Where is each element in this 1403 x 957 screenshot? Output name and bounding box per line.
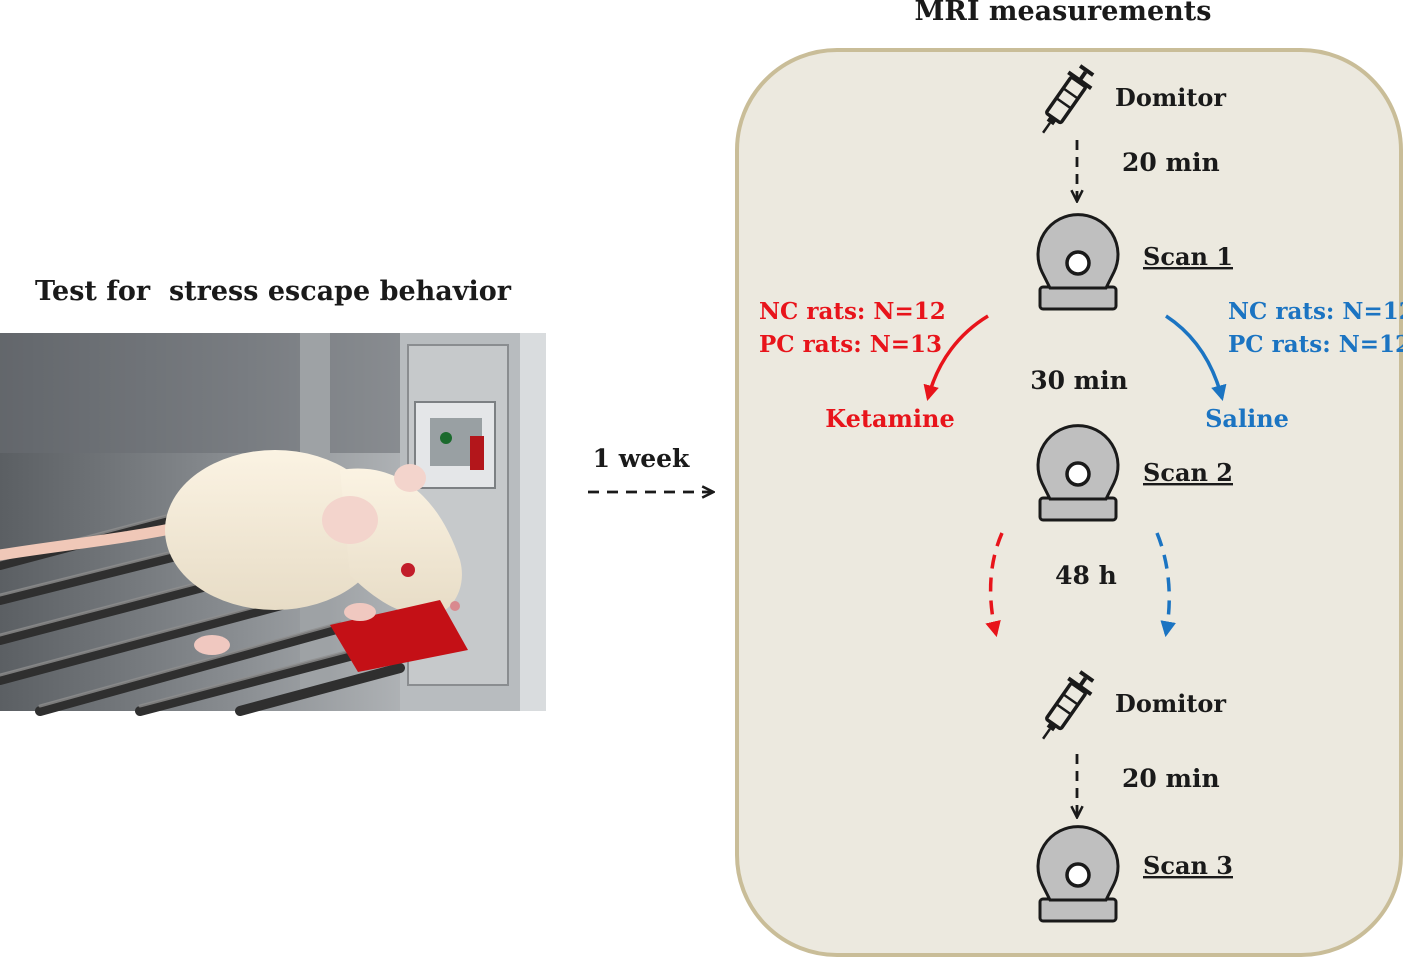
arrow-to-saline [1165, 314, 1227, 402]
wait-label-48h: 48 h [1055, 561, 1117, 590]
ketamine-label: Ketamine [825, 404, 954, 433]
arrow-to-ketamine [923, 314, 989, 402]
mri-scanner-icon [1036, 213, 1120, 311]
domitor-label-1: Domitor [1115, 83, 1226, 112]
ketamine-group-line-1: NC rats: N=12 [759, 298, 946, 325]
scan-3-label: Scan 3 [1143, 851, 1233, 880]
wait-label-20min-1: 20 min [1122, 148, 1220, 177]
syringe-icon [1042, 670, 1095, 740]
syringe-icon [1042, 64, 1095, 134]
saline-group-line-1: NC rats: N=12 [1228, 298, 1403, 325]
scan-2-label: Scan 2 [1143, 458, 1233, 487]
wait-label-20min-2: 20 min [1122, 764, 1220, 793]
saline-label: Saline [1205, 404, 1289, 433]
domitor-label-2: Domitor [1115, 689, 1226, 718]
scan-1-label: Scan 1 [1143, 242, 1233, 271]
arrow-ketamine-48h [985, 532, 1004, 638]
transition-label: 1 week [593, 444, 690, 473]
mri-scanner-icon [1036, 825, 1120, 923]
left-title: Test for stress escape behavior [35, 276, 512, 307]
mri-scanner-icon [1036, 424, 1120, 522]
wait-label-30min: 30 min [1030, 366, 1128, 395]
ketamine-group-line-2: PC rats: N=13 [759, 331, 942, 358]
saline-group-line-2: PC rats: N=12 [1228, 331, 1403, 358]
mri-title: MRI measurements [915, 0, 1212, 27]
rat-photo [0, 333, 546, 716]
arrow-saline-48h [1155, 532, 1176, 638]
